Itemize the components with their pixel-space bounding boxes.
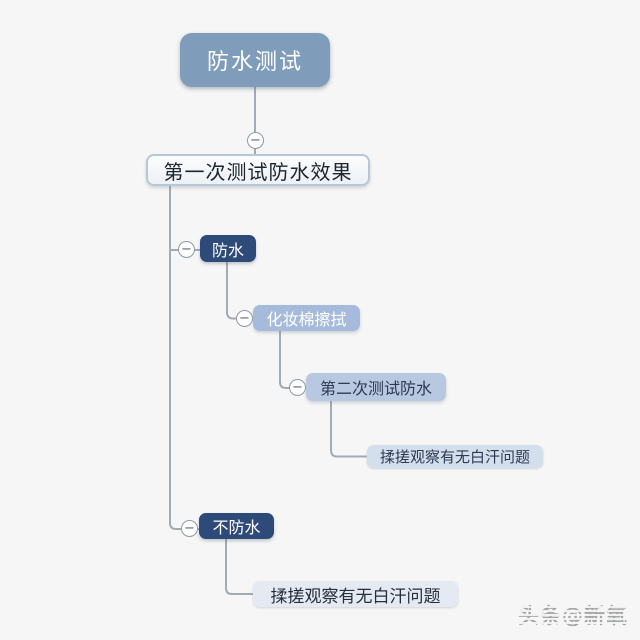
collapse-icon[interactable]: − — [289, 379, 306, 396]
node-not-waterproof[interactable]: 不防水 — [199, 513, 274, 539]
connector-second-test-to-rub1 — [330, 401, 367, 458]
connector-cotton-to-second-test — [279, 331, 306, 389]
collapse-icon[interactable]: − — [181, 520, 198, 537]
collapse-icon[interactable]: − — [236, 310, 253, 327]
connector-first-test-trunk — [169, 186, 199, 530]
node-first-test-result[interactable]: 第一次测试防水效果 — [146, 154, 370, 186]
node-waterproof[interactable]: 防水 — [200, 235, 256, 262]
watermark-toutiao-soyoung: 头条@新氧 — [518, 600, 628, 630]
minus-icon: − — [181, 241, 192, 257]
node-second-waterproof-test[interactable]: 第二次测试防水 — [306, 373, 446, 401]
collapse-icon[interactable]: − — [178, 241, 195, 258]
minus-icon: − — [250, 132, 261, 148]
node-waterproof-test[interactable]: 防水测试 — [180, 33, 330, 87]
minus-icon: − — [184, 520, 195, 536]
node-rub-observe-white-sweat[interactable]: 揉搓观察有无白汗问题 — [367, 445, 543, 468]
node-rub-observe-white-sweat-2[interactable]: 揉搓观察有无白汗问题 — [253, 581, 458, 607]
node-cotton-pad-wipe[interactable]: 化妆棉擦拭 — [253, 305, 360, 331]
connector-waterproof-to-cotton — [226, 262, 253, 320]
collapse-icon[interactable]: − — [247, 132, 264, 149]
connector-notwaterproof-to-rub2 — [225, 539, 253, 595]
minus-icon: − — [239, 310, 250, 326]
minus-icon: − — [292, 379, 303, 395]
